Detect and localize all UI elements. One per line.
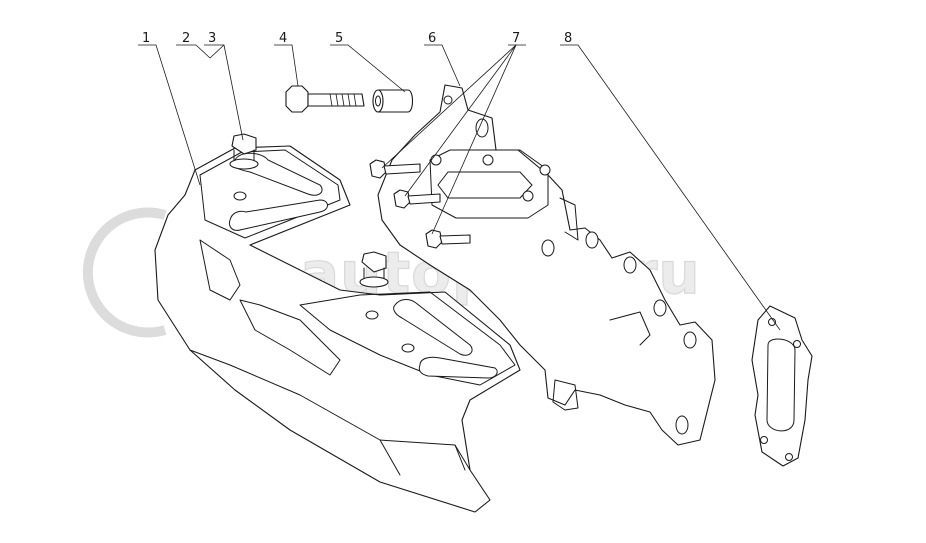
callout-labels: 1 2 3 4 5 6 7 8 — [142, 31, 572, 46]
shield-bolt-upper — [229, 133, 259, 170]
stud-middle — [393, 189, 441, 209]
leader-lines — [138, 44, 781, 331]
shield-bolt-lower — [359, 251, 389, 288]
long-bolt-part — [285, 85, 365, 113]
callout-6: 6 — [428, 31, 436, 46]
callout-5: 5 — [335, 31, 343, 46]
callout-2: 2 — [182, 31, 190, 46]
stud-upper — [369, 159, 421, 179]
callout-3: 3 — [208, 31, 216, 46]
callout-4: 4 — [279, 31, 287, 46]
callout-8: 8 — [564, 31, 572, 46]
callout-1: 1 — [142, 31, 150, 46]
spacer-part — [372, 89, 414, 113]
gasket-part — [751, 305, 813, 467]
callout-7: 7 — [512, 31, 520, 46]
exhaust-manifold-part — [377, 84, 716, 446]
stud-lower — [425, 229, 471, 249]
